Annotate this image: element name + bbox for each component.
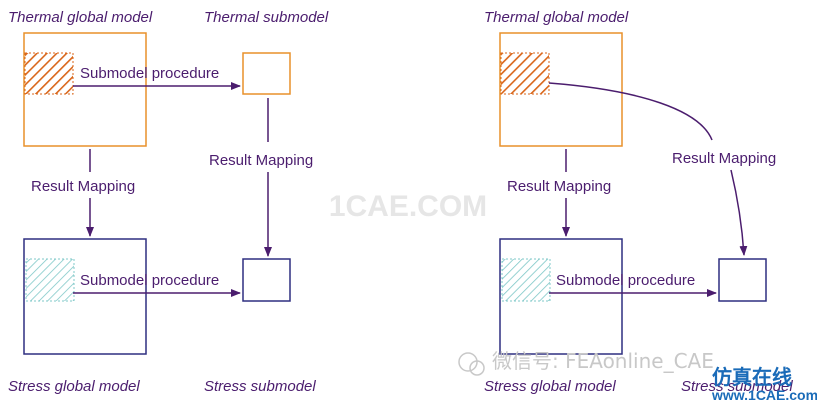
left-sub-mapping-label: Result Mapping bbox=[209, 152, 313, 169]
wechat-icon bbox=[458, 352, 478, 372]
right-curve-mapping-label: Result Mapping bbox=[672, 150, 776, 167]
watermark-center: 1CAE.COM bbox=[329, 190, 487, 223]
left-stress-sub-title: Stress submodel bbox=[204, 378, 316, 395]
left-top-procedure-label: Submodel procedure bbox=[80, 65, 219, 82]
left-thermal-submodel-box bbox=[242, 52, 291, 95]
left-stress-submodel-box bbox=[242, 258, 291, 302]
right-stress-hatch-region bbox=[501, 258, 551, 302]
left-thermal-hatch-region bbox=[24, 52, 74, 95]
site-watermark-text: www.1CAE.com bbox=[711, 387, 817, 403]
left-mapping-label: Result Mapping bbox=[31, 178, 135, 195]
left-stress-hatch-region bbox=[25, 258, 75, 302]
right-curve-mapping-upper bbox=[548, 82, 713, 141]
right-thermal-global-box bbox=[499, 32, 623, 147]
wechat-icon-small bbox=[469, 360, 485, 376]
left-stress-global-box bbox=[23, 238, 147, 355]
right-mapping-label: Result Mapping bbox=[507, 178, 611, 195]
left-thermal-global-box bbox=[23, 32, 147, 147]
left-stress-global-title: Stress global model bbox=[8, 378, 140, 395]
left-thermal-sub-title: Thermal submodel bbox=[204, 9, 329, 26]
wechat-watermark: 微信号: FEAonline_CAE bbox=[458, 349, 714, 376]
right-stress-global-box bbox=[499, 238, 623, 355]
right-curve-mapping-arrow bbox=[730, 169, 748, 256]
right-stress-global-title: Stress global model bbox=[484, 378, 616, 395]
right-stress-sub-title: Stress submodel bbox=[681, 378, 793, 395]
right-thermal-hatch-region bbox=[500, 52, 550, 95]
right-thermal-global-title: Thermal global model bbox=[484, 9, 629, 26]
cn-watermark-text: 仿真在线 bbox=[712, 365, 792, 389]
right-stress-submodel-box bbox=[718, 258, 767, 302]
wechat-watermark-text: 微信号: FEAonline_CAE bbox=[492, 349, 714, 373]
right-bottom-procedure-label: Submodel procedure bbox=[556, 272, 695, 289]
left-bottom-procedure-label: Submodel procedure bbox=[80, 272, 219, 289]
left-thermal-global-title: Thermal global model bbox=[8, 9, 153, 26]
